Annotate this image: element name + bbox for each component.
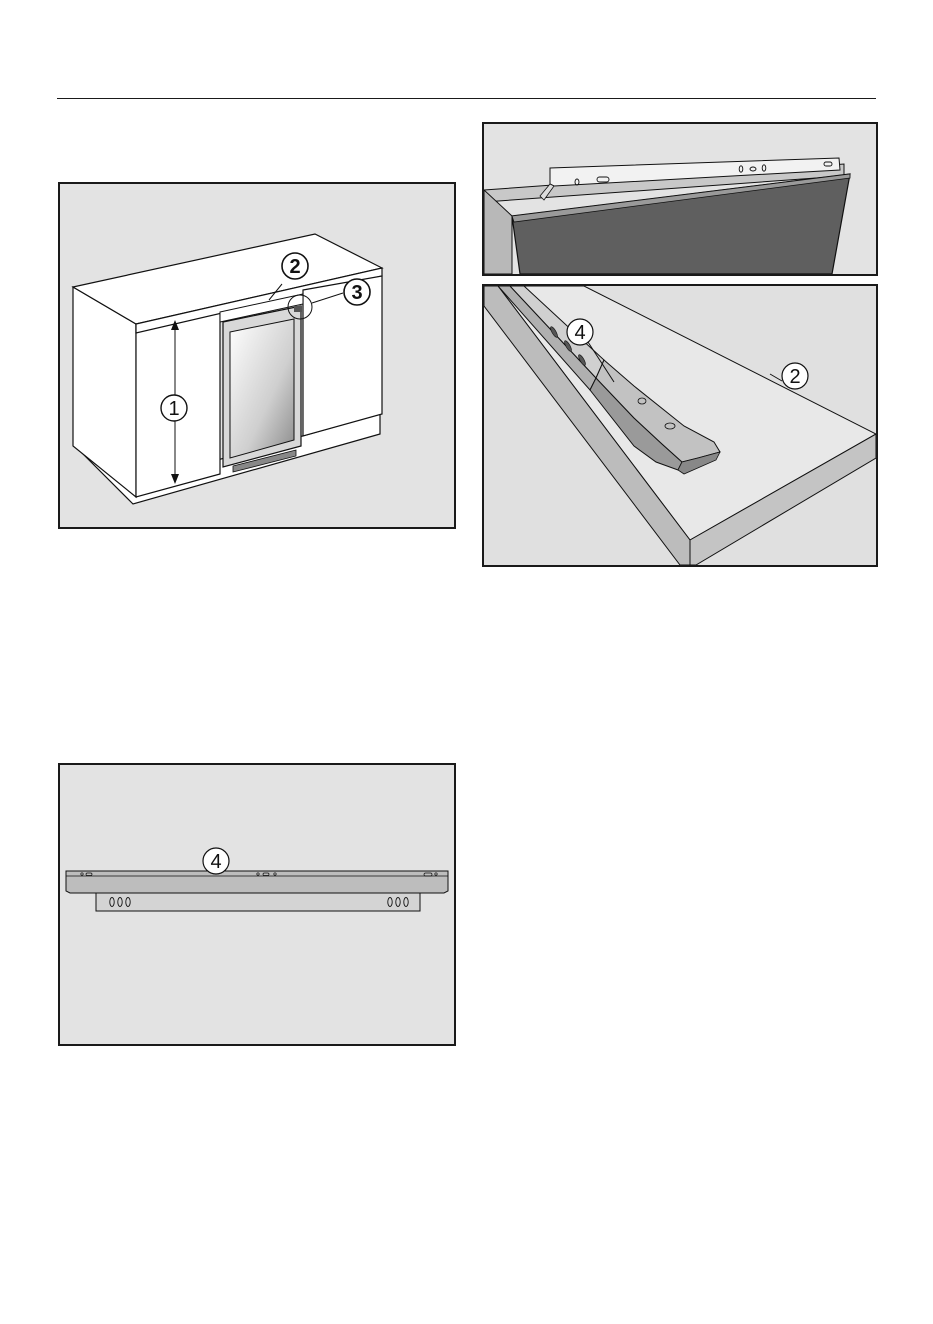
callout-2: 2: [289, 256, 300, 278]
bracket-front-illustration: 4: [60, 765, 454, 1044]
worktop-detail-illustration: 4 2: [484, 286, 876, 565]
figure-worktop-detail: 4 2: [482, 284, 878, 567]
cabinet-illustration: 1 2 3: [60, 184, 454, 527]
figure-bracket-front: 4: [58, 763, 456, 1046]
figure-cabinet: 1 2 3: [58, 182, 456, 529]
header-rule: [57, 98, 876, 99]
figure-bracket-top: [482, 122, 878, 276]
callout-3: 3: [351, 282, 362, 304]
bracket-top-illustration: [484, 124, 876, 274]
callout-1: 1: [168, 398, 179, 420]
callout-2-detail: 2: [789, 366, 800, 388]
callout-4: 4: [574, 322, 585, 344]
callout-4-front: 4: [210, 851, 221, 873]
